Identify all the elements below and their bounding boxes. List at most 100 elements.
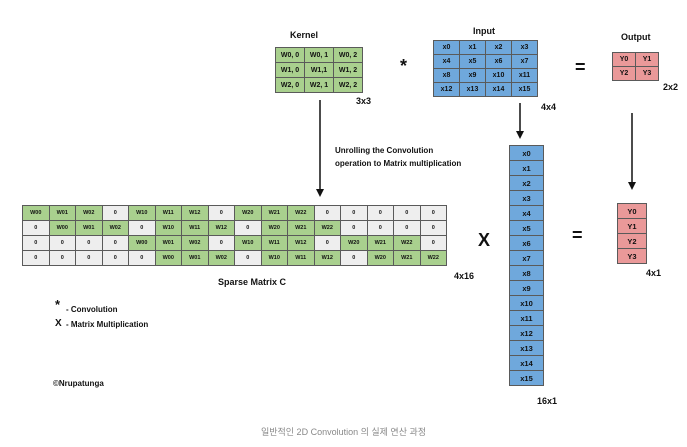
x-vector-row: x15 — [509, 370, 544, 386]
sparse-size: 4x16 — [454, 271, 475, 281]
sparse-cell: W11 — [154, 205, 182, 221]
sparse-cell: 0 — [101, 250, 129, 266]
sparse-cell: W20 — [260, 220, 288, 236]
input-cell: x14 — [485, 82, 512, 97]
sparse-cell: 0 — [313, 205, 341, 221]
x-vector-row: x1 — [509, 160, 544, 176]
x-vector-cell: x2 — [509, 175, 544, 191]
kernel-cell: W2, 0 — [275, 77, 305, 93]
x-vector-cell: x10 — [509, 295, 544, 311]
x-vector-cell: x8 — [509, 265, 544, 281]
sparse-cell: W21 — [366, 235, 394, 251]
input-size: 4x4 — [541, 102, 557, 112]
x-vector-row: x0 — [509, 145, 544, 161]
output-title: Output — [621, 32, 651, 42]
x-vector-row: x13 — [509, 340, 544, 356]
unroll-text-line1: Unrolling the Convolution — [335, 146, 434, 155]
sparse-cell: 0 — [340, 220, 368, 236]
unroll-text-line2: operation to Matrix multiplication — [335, 159, 462, 168]
sparse-cell: 0 — [340, 250, 368, 266]
sparse-cell: 0 — [340, 205, 368, 221]
x-vector-row: x12 — [509, 325, 544, 341]
sparse-cell: 0 — [366, 205, 394, 221]
y-vector-cell: Y2 — [617, 233, 647, 249]
sparse-cell: 0 — [22, 235, 50, 251]
sparse-cell: W21 — [287, 220, 315, 236]
sparse-cell: 0 — [419, 205, 447, 221]
kernel-title: Kernel — [290, 30, 319, 40]
y-vector-cell: Y0 — [617, 203, 647, 219]
x-vector-cell: x4 — [509, 205, 544, 221]
sparse-cell: W10 — [154, 220, 182, 236]
figure-caption: 일반적인 2D Convolution 의 실제 연산 과정 — [260, 427, 427, 437]
sparse-cell: W02 — [207, 250, 235, 266]
x-vector-cell: x13 — [509, 340, 544, 356]
x-vector-row: x6 — [509, 235, 544, 251]
x-vector-cell: x1 — [509, 160, 544, 176]
kernel-cell: W0, 0 — [275, 47, 305, 63]
sparse-cell: W10 — [260, 250, 288, 266]
x-vector-row: x4 — [509, 205, 544, 221]
sparse-cell: W12 — [313, 250, 341, 266]
input-cell: x9 — [459, 68, 486, 83]
credit: ©Nrupatunga — [53, 379, 104, 388]
sparse-cell: W22 — [419, 250, 447, 266]
sparse-cell: 0 — [128, 220, 156, 236]
convolution-operator: * — [400, 56, 408, 76]
sparse-cell: W11 — [260, 235, 288, 251]
sparse-cell: W00 — [22, 205, 50, 221]
sparse-cell: 0 — [207, 205, 235, 221]
sparse-cell: 0 — [313, 235, 341, 251]
output-cell: Y2 — [612, 66, 636, 81]
sparse-cell: W10 — [128, 205, 156, 221]
y-vector-cell: Y3 — [617, 248, 647, 264]
multiply-operator: X — [478, 230, 491, 250]
sparse-cell: 0 — [22, 220, 50, 236]
output-cell: Y3 — [635, 66, 659, 81]
y-vector-row: Y0 — [617, 203, 647, 219]
x-vector-row: x14 — [509, 355, 544, 371]
sparse-cell: W02 — [181, 235, 209, 251]
input-cell: x2 — [485, 40, 512, 55]
sparse-title: Sparse Matrix C — [218, 277, 287, 287]
x-vector-cell: x9 — [509, 280, 544, 296]
x-vector-cell: x12 — [509, 325, 544, 341]
sparse-cell: 0 — [234, 220, 262, 236]
kernel-size: 3x3 — [356, 96, 372, 106]
sparse-cell: W00 — [154, 250, 182, 266]
sparse-cell: W21 — [393, 250, 421, 266]
kernel-cell: W2, 2 — [333, 77, 363, 93]
sparse-cell: W12 — [287, 235, 315, 251]
y-vector-cell: Y1 — [617, 218, 647, 234]
sparse-cell: W11 — [287, 250, 315, 266]
x-vector-row: x7 — [509, 250, 544, 266]
y-vector-size: 4x1 — [646, 268, 662, 278]
x-vector-cell: x7 — [509, 250, 544, 266]
equals-operator-2: = — [572, 225, 583, 245]
sparse-cell: W12 — [207, 220, 235, 236]
x-vector-cell: x14 — [509, 355, 544, 371]
sparse-cell: W11 — [181, 220, 209, 236]
y-vector-row: Y2 — [617, 233, 647, 249]
input-cell: x13 — [459, 82, 486, 97]
kernel-cell: W2, 1 — [304, 77, 334, 93]
sparse-cell: 0 — [128, 250, 156, 266]
sparse-cell: W10 — [234, 235, 262, 251]
output-size: 2x2 — [663, 82, 679, 92]
sparse-cell: 0 — [366, 220, 394, 236]
